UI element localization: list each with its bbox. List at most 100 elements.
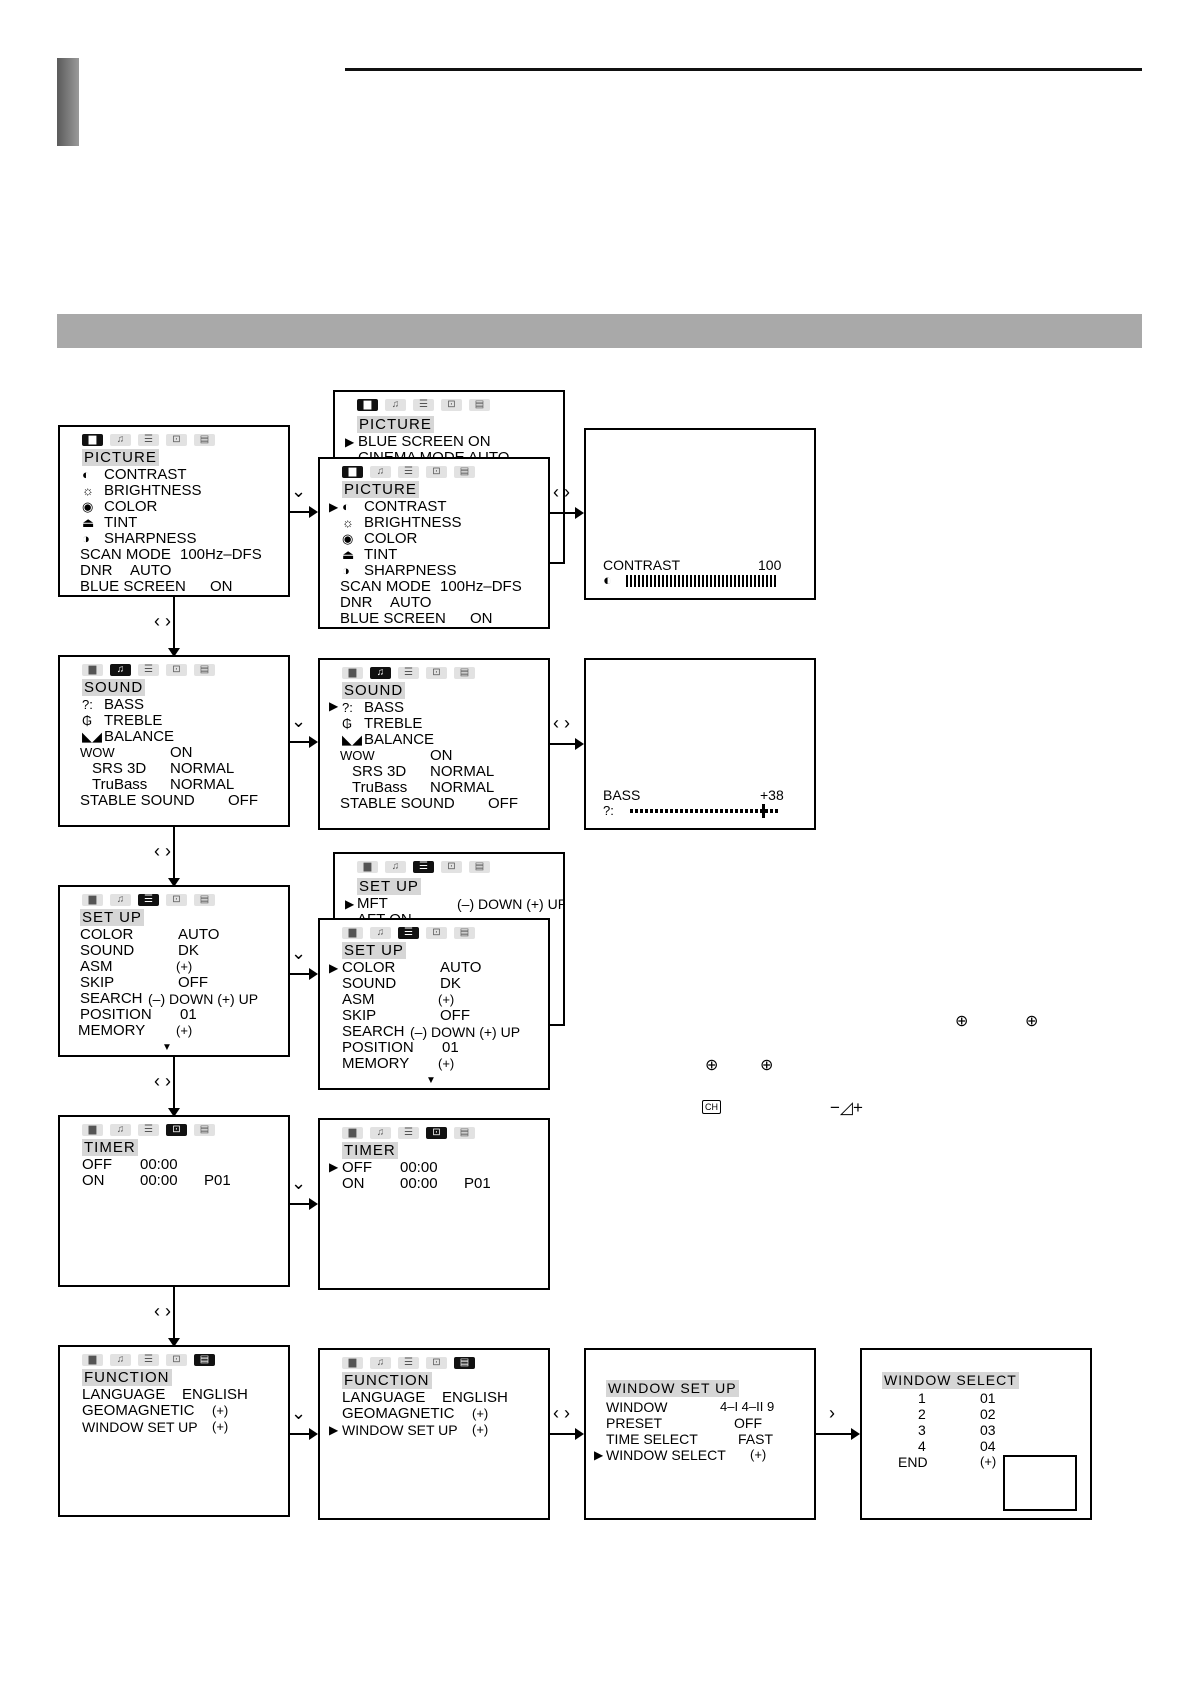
input-source-icon: ⊕ (1025, 1013, 1039, 1030)
sound-tab-icon: ♫ (110, 664, 131, 676)
bass-level-marker (762, 804, 765, 818)
menu-item: ⏏TINT (82, 514, 138, 531)
menu-item: ◑SHARPNESS (342, 562, 457, 579)
setup-tab-icon: ☰ (398, 667, 419, 679)
section-header-band (57, 314, 1142, 348)
flow-arrow (168, 827, 180, 887)
menu-tab-icons: ▆ ♫ ☰ ⊡ ▤ (82, 1354, 215, 1366)
mft-row: MFT(–) DOWN (+) UP (357, 895, 565, 913)
window-select-row: WINDOW SELECT(+) (606, 1447, 767, 1463)
left-right-key-icon: ‹ › (154, 1071, 171, 1091)
tint-icon: ⏏ (82, 515, 95, 530)
picture-tab-icon: ▆ (357, 861, 378, 873)
sound-menu-selected-screen: ▆ ♫ ☰ ⊡ ▤ SOUND ▶ ?:BASS ₲TREBLE ◣◢BALAN… (318, 658, 550, 830)
window-setup-row: WINDOW SET UP(+) (342, 1422, 489, 1438)
menu-item: ◐CONTRAST (82, 466, 187, 483)
treble-icon: ₲ (82, 713, 93, 728)
menu-title: WINDOW SELECT (882, 1372, 1019, 1389)
menu-tab-icons: ▆ ♫ ☰ ⊡ ▤ (342, 466, 475, 478)
menu-tab-icons: ▆ ♫ ☰ ⊡ ▤ (342, 927, 475, 939)
menu-item: ₲TREBLE (342, 715, 423, 732)
menu-tab-icons: ▆ ♫ ☰ ⊡ ▤ (82, 1124, 215, 1136)
geomagnetic-row: GEOMAGNETIC(+) (342, 1405, 489, 1422)
left-right-key-icon: ‹ › (154, 611, 171, 631)
color-icon: ◉ (342, 531, 354, 546)
tint-icon: ⏏ (342, 547, 355, 562)
menu-title: PICTURE (357, 416, 434, 433)
left-right-key-icon: ‹ › (553, 713, 570, 733)
setup-tab-icon: ☰ (413, 861, 434, 873)
header-rule (345, 68, 1142, 71)
flow-arrow (290, 1428, 318, 1440)
timer-tab-icon: ⊡ (426, 667, 447, 679)
setup-tab-icon: ☰ (138, 1124, 159, 1136)
treble-icon: ₲ (342, 716, 353, 731)
flow-arrow (168, 597, 180, 657)
sound-tab-icon: ♫ (370, 927, 391, 939)
menu-item: ?:BASS (82, 696, 145, 713)
timer-tab-icon: ⊡ (166, 894, 187, 906)
picture-tab-icon: ▆ (82, 1354, 103, 1366)
function-tab-icon: ▤ (469, 861, 490, 873)
function-tab-icon: ▤ (194, 1124, 215, 1136)
sound-menu-screen: ▆ ♫ ☰ ⊡ ▤ SOUND ?:BASS ₲TREBLE ◣◢BALANCE… (58, 655, 290, 827)
menu-tab-icons: ▆ ♫ ☰ ⊡ ▤ (357, 861, 490, 873)
timer-tab-icon: ⊡ (441, 399, 462, 411)
input-source-icon: ⊕ (955, 1013, 969, 1030)
setup-tab-icon: ☰ (138, 434, 159, 446)
more-down-icon: ▼ (162, 1042, 172, 1053)
cinema-mode-row: CINEMA MODE AUTO (358, 449, 510, 461)
bass-level-track (630, 809, 780, 813)
bass-label: BASS (603, 787, 641, 803)
menu-title: SET UP (357, 878, 421, 895)
connector-line (563, 922, 565, 1026)
menu-tab-icons: ▆ ♫ ☰ ⊡ ▤ (342, 1127, 475, 1139)
setup-tab-icon: ☰ (398, 927, 419, 939)
contrast-adjust-screen: CONTRAST 100 ◐ (584, 428, 816, 600)
contrast-value: 100 (758, 557, 782, 573)
sound-tab-icon: ♫ (370, 466, 391, 478)
menu-item: ☼BRIGHTNESS (82, 482, 202, 499)
cursor-arrow-icon: ▶ (329, 500, 339, 514)
down-key-icon: ⌄ (291, 1173, 307, 1193)
cursor-arrow-icon: ▶ (329, 1160, 339, 1174)
setup-tab-icon: ☰ (138, 664, 159, 676)
sound-tab-icon: ♫ (110, 894, 131, 906)
channel-button-icon: CH (702, 1100, 721, 1114)
picture-menu-screen: ▆ ♫ ☰ ⊡ ▤ PICTURE ◐CONTRAST ☼BRIGHTNESS … (58, 425, 290, 597)
flow-arrow (290, 736, 318, 748)
menu-title: FUNCTION (342, 1372, 432, 1389)
function-tab-icon: ▤ (454, 1127, 475, 1139)
setup-row: SEARCH(–) DOWN (+) UP (342, 1023, 521, 1041)
contrast-label: CONTRAST (603, 557, 680, 573)
contrast-icon: ◐ (342, 499, 350, 514)
timer-tab-icon: ⊡ (426, 1357, 447, 1369)
flow-arrow (290, 1198, 318, 1210)
brightness-icon: ☼ (342, 515, 354, 530)
left-right-key-icon: ‹ › (154, 1301, 171, 1321)
menu-item: ◣◢BALANCE (82, 728, 175, 745)
sound-tab-icon: ♫ (385, 861, 406, 873)
cursor-arrow-icon: ▶ (329, 699, 339, 713)
menu-item: ☼BRIGHTNESS (342, 514, 462, 531)
menu-title: SET UP (342, 942, 406, 959)
menu-item: ₲TREBLE (82, 712, 163, 729)
menu-title: PICTURE (82, 449, 159, 466)
picture-menu-selected-screen: ▆ ♫ ☰ ⊡ ▤ PICTURE ▶ ◐CONTRAST ☼BRIGHTNES… (318, 457, 550, 629)
picture-menu-page2-screen: ▆ ♫ ☰ ⊡ ▤ PICTURE ▶ BLUE SCREEN ON CINEM… (333, 390, 565, 460)
